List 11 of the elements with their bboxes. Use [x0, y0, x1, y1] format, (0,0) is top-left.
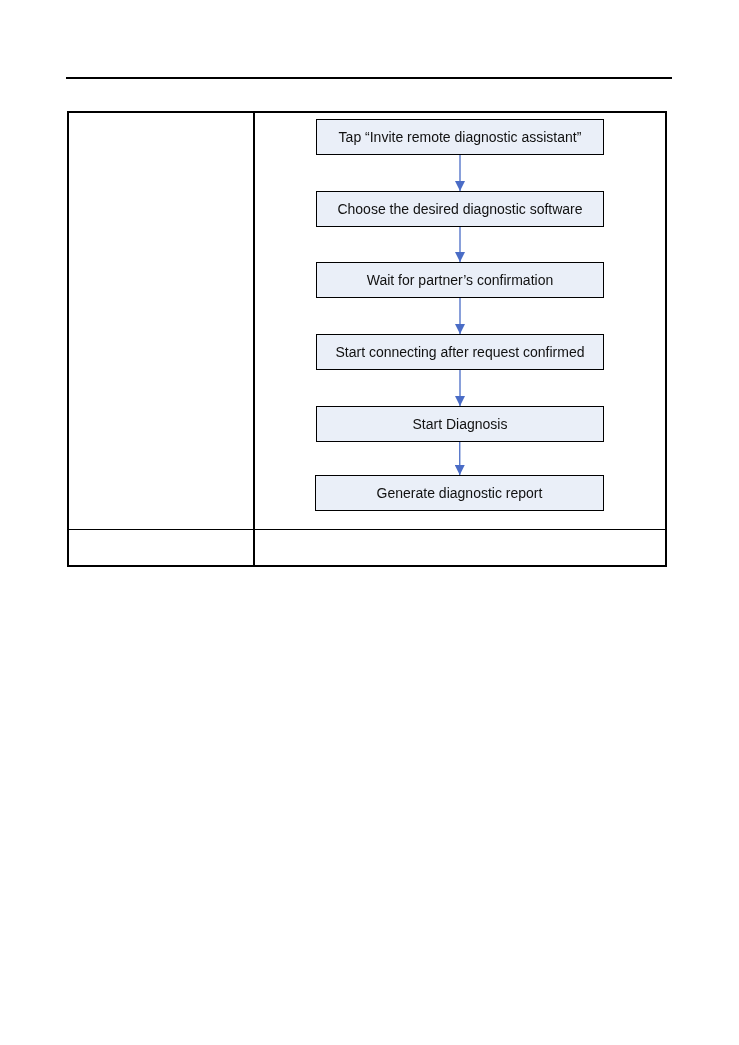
arrow [455, 369, 465, 407]
arrow [454, 441, 465, 476]
arrow [455, 154, 465, 192]
arrow [455, 297, 465, 335]
process-box: Generate diagnostic report [315, 475, 604, 511]
process-box: Tap “Invite remote diagnostic assistant” [316, 119, 604, 155]
process-box: Start connecting after request confirmed [316, 334, 604, 370]
process-box: Choose the desired diagnostic software [316, 191, 604, 227]
process-box: Wait for partner’s confirmation [316, 262, 604, 298]
arrow [455, 226, 465, 263]
process-box: Start Diagnosis [316, 406, 604, 442]
